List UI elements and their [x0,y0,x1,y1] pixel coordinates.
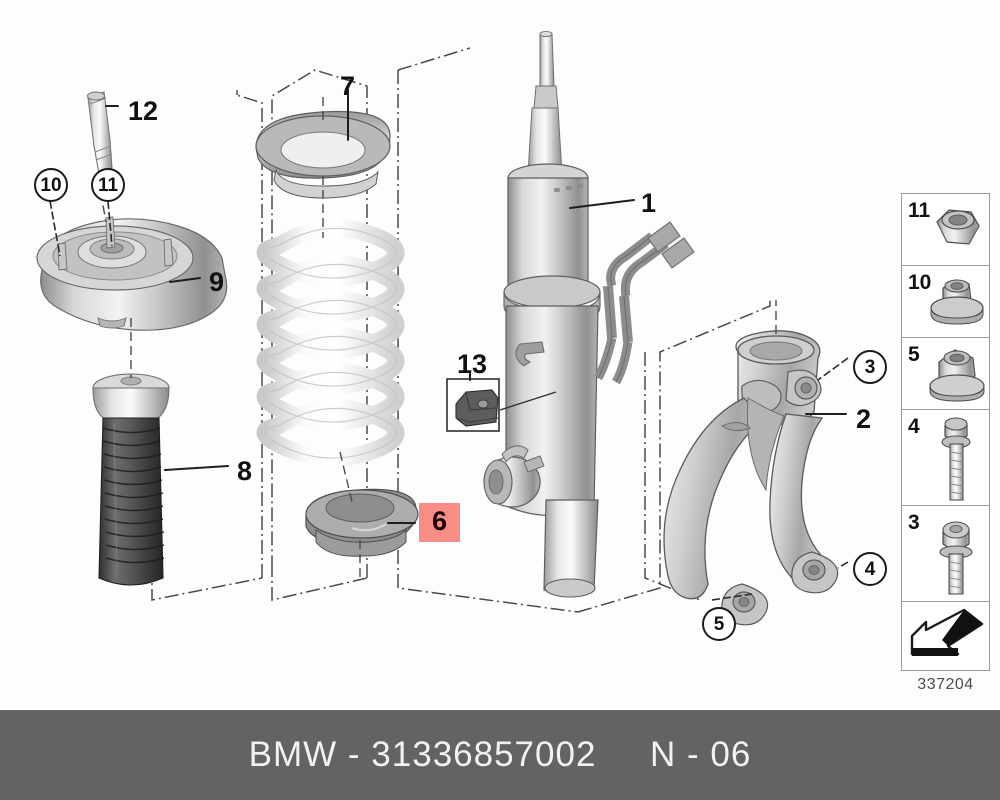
flange-nut-icon [929,349,985,402]
fastener-cell-10[interactable]: 10 [902,266,989,338]
fastener-number: 11 [908,199,931,222]
part-9-guide-support [36,216,228,331]
callout-4[interactable]: 4 [853,552,887,586]
strut-side-module [483,445,545,508]
short-bolt-icon [939,521,973,595]
flange-collar-nut-icon [930,279,984,325]
fastener-cell-3[interactable]: 3 [902,506,989,602]
fastener-cell-11[interactable]: 11 [902,194,989,266]
fastener-cell-4[interactable]: 4 [902,410,989,506]
part-7-upper-spring-pad [255,110,391,199]
part-8-dust-boot [92,373,170,586]
part-6-lower-spring-pad [305,488,419,557]
callout-3[interactable]: 3 [853,350,887,384]
callout-1[interactable]: 1 [641,188,657,218]
callout-13[interactable]: 13 [457,349,488,379]
callout-12[interactable]: 12 [128,96,159,126]
diagram-canvas: 12 10 11 9 8 7 6 13 1 2 3 4 5 11 [34,30,990,693]
callout-10[interactable]: 10 [34,168,68,202]
long-bolt-icon [941,417,971,501]
fastener-cell-5[interactable]: 5 [902,338,989,410]
fastener-number: 3 [908,511,920,534]
drive-direction-arrow-icon [910,608,984,656]
part-12-stud [87,91,113,175]
hex-nut-icon [936,209,980,245]
fastener-number: 5 [908,343,920,366]
direction-arrow-cell [902,602,989,670]
exploded-view-drawing [36,30,849,626]
callout-9[interactable]: 9 [209,267,225,297]
fastener-legend-panel: 11 10 5 [901,193,990,671]
callout-7[interactable]: 7 [340,71,356,101]
coil-spring [256,219,405,467]
footer-bar: BMW - 31336857002 N - 06 [0,710,1000,800]
part-13-clip [446,378,557,432]
part-1-spring-strut [483,30,695,598]
fastener-number: 4 [908,415,920,438]
callout-6-highlighted[interactable]: 6 [419,503,461,542]
callout-2[interactable]: 2 [856,404,872,434]
part-2-swivel-bearing [663,330,839,626]
drawing-number: 337204 [917,676,974,693]
part-number-label: BMW - 31336857002 N - 06 [248,735,752,774]
cable-harness [515,221,695,385]
fastener-number: 10 [908,271,932,294]
callout-8[interactable]: 8 [237,456,253,486]
callout-11[interactable]: 11 [91,168,125,202]
callout-5[interactable]: 5 [702,607,736,641]
